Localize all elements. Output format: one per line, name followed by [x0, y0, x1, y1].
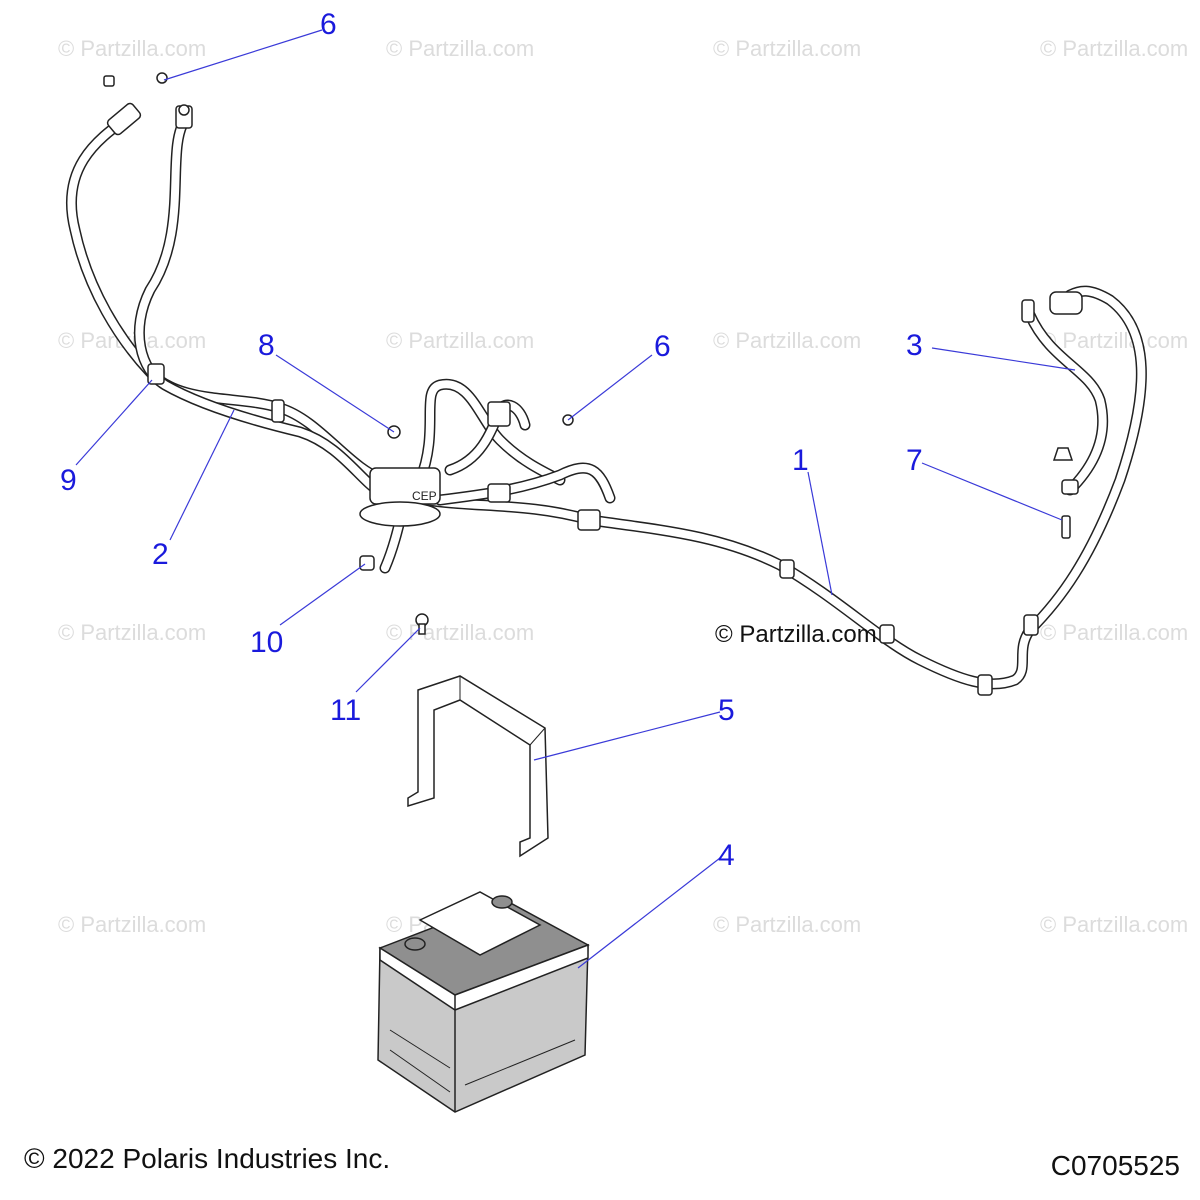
watermark: © Partzilla.com — [713, 36, 861, 61]
callout-2: 2 — [152, 538, 169, 571]
callouts: 6 8 6 3 1 7 9 2 10 11 5 4 — [60, 8, 923, 872]
svg-text:CEP: CEP — [412, 489, 437, 503]
watermark: © Partzilla.com — [1040, 620, 1188, 645]
watermark: © Partzilla.com — [1040, 36, 1188, 61]
leader-lines — [75, 29, 1076, 969]
watermark: © Partzilla.com — [386, 36, 534, 61]
watermark: © Partzilla.com — [386, 620, 534, 645]
callout-1: 1 — [792, 444, 809, 477]
watermark: © Partzilla.com — [58, 912, 206, 937]
callout-7: 7 — [906, 444, 923, 477]
watermark: © Partzilla.com — [713, 912, 861, 937]
callout-3: 3 — [906, 329, 923, 362]
hardware — [103, 72, 1074, 635]
nut-icon — [156, 72, 168, 84]
bolt-icon — [359, 555, 375, 571]
drawing-number: C0705525 — [1050, 1150, 1180, 1181]
center-watermark: © Partzilla.com — [715, 621, 877, 648]
watermark: © Partzilla.com — [386, 328, 534, 353]
callout-5: 5 — [718, 694, 735, 727]
callout-6: 6 — [654, 330, 671, 363]
battery — [377, 891, 590, 1113]
watermark: © Partzilla.com — [1040, 912, 1188, 937]
bolt-icon — [1061, 515, 1071, 539]
callout-10: 10 — [250, 626, 283, 659]
callout-11: 11 — [330, 694, 361, 727]
watermark: © Partzilla.com — [58, 620, 206, 645]
bolt-icon — [418, 623, 426, 635]
nut-icon — [1052, 447, 1074, 461]
battery-strap — [407, 675, 549, 858]
battery-cable-harness: CEP — [65, 102, 1147, 696]
watermark: © Partzilla.com — [713, 328, 861, 353]
watermark-layer: © Partzilla.com © Partzilla.com © Partzi… — [58, 36, 1188, 937]
callout-9: 9 — [60, 464, 77, 497]
nut-icon — [103, 75, 115, 87]
watermark: © Partzilla.com — [58, 36, 206, 61]
callout-8: 8 — [258, 329, 275, 362]
copyright-notice: © 2022 Polaris Industries Inc. — [24, 1143, 391, 1174]
callout-4: 4 — [718, 839, 735, 872]
callout-6: 6 — [320, 8, 337, 41]
watermark: © Partzilla.com — [1040, 328, 1188, 353]
